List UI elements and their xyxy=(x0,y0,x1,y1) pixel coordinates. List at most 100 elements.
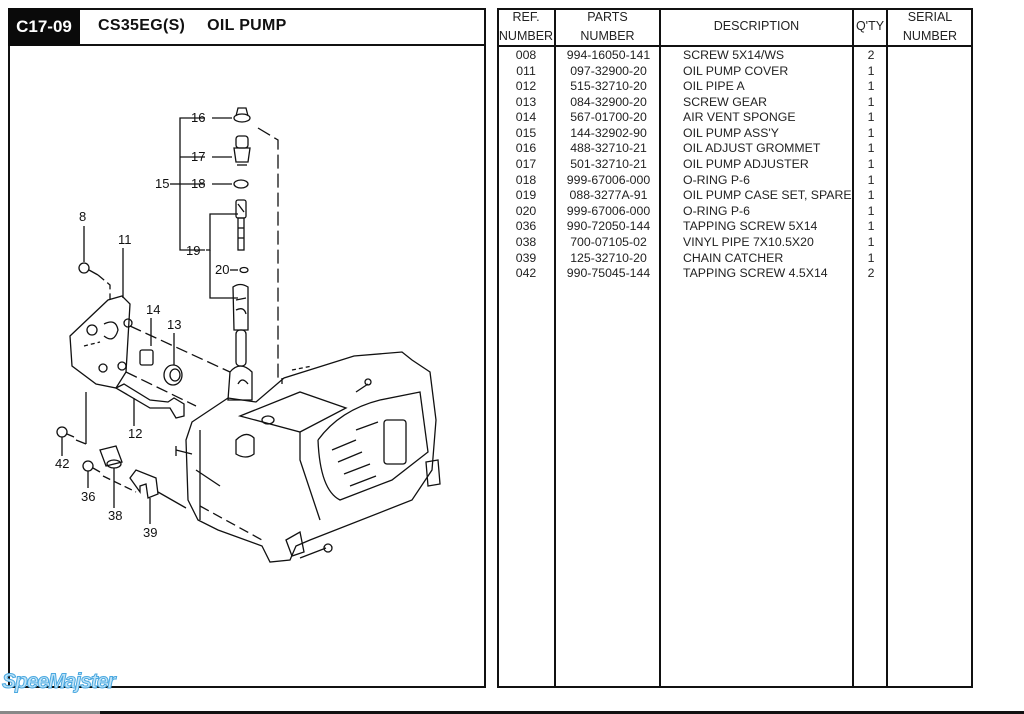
diagram-frame xyxy=(8,8,486,688)
vinyl-pipe-part-38 xyxy=(99,445,123,508)
description-cell: OIL PUMP COVER xyxy=(683,63,789,78)
qty-cell: 1 xyxy=(867,235,875,249)
description-cell: TAPPING SCREW 4.5X14 xyxy=(683,266,828,280)
header-ref-line2: NUMBER xyxy=(498,28,554,43)
column-divider xyxy=(852,8,854,688)
ref-cell: 019 xyxy=(515,188,537,202)
table-row: 015 144-32902-90 OIL PUMP ASS'Y 1 xyxy=(497,126,973,142)
header-description-label: DESCRIPTION xyxy=(713,19,800,33)
description-cell: SCREW GEAR xyxy=(683,94,768,109)
callout-12: 12 xyxy=(128,426,142,441)
ref-cell: 042 xyxy=(515,266,537,280)
screw-part-8 xyxy=(78,226,111,300)
page-title: CS35EG(S) OIL PUMP xyxy=(80,8,486,46)
section-title: OIL PUMP xyxy=(207,17,287,34)
description-cell: OIL PUMP ADJUSTER xyxy=(683,156,809,171)
callout-14: 14 xyxy=(146,302,160,317)
ref-cell: 017 xyxy=(515,156,537,171)
page-bottom-rule xyxy=(0,711,1024,714)
header-ref-number: REF. NUMBER xyxy=(497,8,555,45)
callout-11: 11 xyxy=(118,232,132,247)
qty-cell: 1 xyxy=(867,204,875,218)
exploded-parts-diagram: 16 17 15 18 19 20 8 11 14 13 12 42 36 38… xyxy=(55,107,441,563)
part-number-cell: 501-32710-21 xyxy=(570,156,647,171)
part-number-cell: 144-32902-90 xyxy=(570,125,647,140)
description-cell: OIL PIPE A xyxy=(683,79,745,93)
chain-catcher-part-39 xyxy=(129,469,187,524)
part-number-cell: 994-16050-141 xyxy=(566,48,651,62)
callout-42: 42 xyxy=(55,456,69,471)
description-cell: AIR VENT SPONGE xyxy=(683,110,796,124)
header-serial-line2: NUMBER xyxy=(902,28,958,43)
callout-39: 39 xyxy=(143,525,157,540)
column-divider xyxy=(659,8,661,688)
header-serial-number: SERIAL NUMBER xyxy=(888,8,972,45)
header-parts-line2: NUMBER xyxy=(580,28,635,43)
part-number-cell: 999-67006-000 xyxy=(566,204,651,218)
ref-cell: 018 xyxy=(515,172,537,187)
description-cell: TAPPING SCREW 5X14 xyxy=(683,219,818,233)
qty-cell: 2 xyxy=(867,266,875,280)
description-cell: OIL PUMP CASE SET, SPARE xyxy=(683,188,852,202)
table-row: 017 501-32710-21 OIL PUMP ADJUSTER 1 xyxy=(497,157,973,173)
header-ref-line1: REF. xyxy=(512,9,540,24)
part-number-cell: 488-32710-21 xyxy=(570,141,647,155)
description-cell: OIL PUMP ASS'Y xyxy=(683,125,779,140)
part-number-cell: 084-32900-20 xyxy=(570,94,647,109)
qty-cell: 1 xyxy=(867,79,875,93)
qty-cell: 1 xyxy=(867,125,875,140)
header-parts-number: PARTS NUMBER xyxy=(556,8,659,45)
qty-cell: 1 xyxy=(867,141,875,155)
callout-38: 38 xyxy=(108,508,122,523)
page-code: C17-09 xyxy=(16,17,72,36)
ref-cell: 038 xyxy=(515,235,537,249)
qty-cell: 1 xyxy=(867,188,875,202)
page-bottom-rule-left xyxy=(0,711,100,714)
callout-20: 20 xyxy=(215,262,229,277)
adjuster-part-17 xyxy=(233,135,251,166)
screw-gear-part-13 xyxy=(163,333,183,386)
qty-cell: 2 xyxy=(867,48,875,62)
screw-part-42 xyxy=(56,392,87,456)
description-cell: O-RING P-6 xyxy=(683,172,750,187)
callout-13: 13 xyxy=(167,317,181,332)
part-number-cell: 567-01700-20 xyxy=(570,110,647,124)
part-number-cell: 999-67006-000 xyxy=(566,172,651,187)
qty-cell: 1 xyxy=(867,219,875,233)
qty-cell: 1 xyxy=(867,110,875,124)
pump-case-part-19 xyxy=(235,199,247,251)
column-divider xyxy=(886,8,888,688)
part-number-cell: 088-3277A-91 xyxy=(569,188,648,202)
description-cell: SCREW 5X14/WS xyxy=(683,48,785,62)
header-qty-label: Q'TY xyxy=(855,19,885,33)
table-row: 014 567-01700-20 AIR VENT SPONGE 1 xyxy=(497,110,973,126)
callout-17: 17 xyxy=(191,149,205,164)
part-number-cell: 700-07105-02 xyxy=(570,235,647,249)
qty-cell: 1 xyxy=(867,156,875,171)
part-number-cell: 097-32900-20 xyxy=(570,63,647,78)
header-divider xyxy=(497,45,973,47)
engine-crankcase xyxy=(175,351,441,563)
description-cell: CHAIN CATCHER xyxy=(683,250,784,265)
header-parts-line1: PARTS xyxy=(587,9,628,24)
ref-cell: 020 xyxy=(515,204,537,218)
callout-36: 36 xyxy=(81,489,95,504)
header-serial-line1: SERIAL xyxy=(907,9,953,24)
callout-8: 8 xyxy=(79,209,86,224)
grommet-part-16 xyxy=(233,107,251,123)
ref-cell: 014 xyxy=(515,110,537,124)
ref-cell: 015 xyxy=(515,125,537,140)
description-cell: OIL ADJUST GROMMET xyxy=(683,141,821,155)
o-ring-part-20 xyxy=(239,266,249,274)
screw-part-36 xyxy=(82,460,137,493)
model-name: CS35EG(S) xyxy=(98,17,186,34)
